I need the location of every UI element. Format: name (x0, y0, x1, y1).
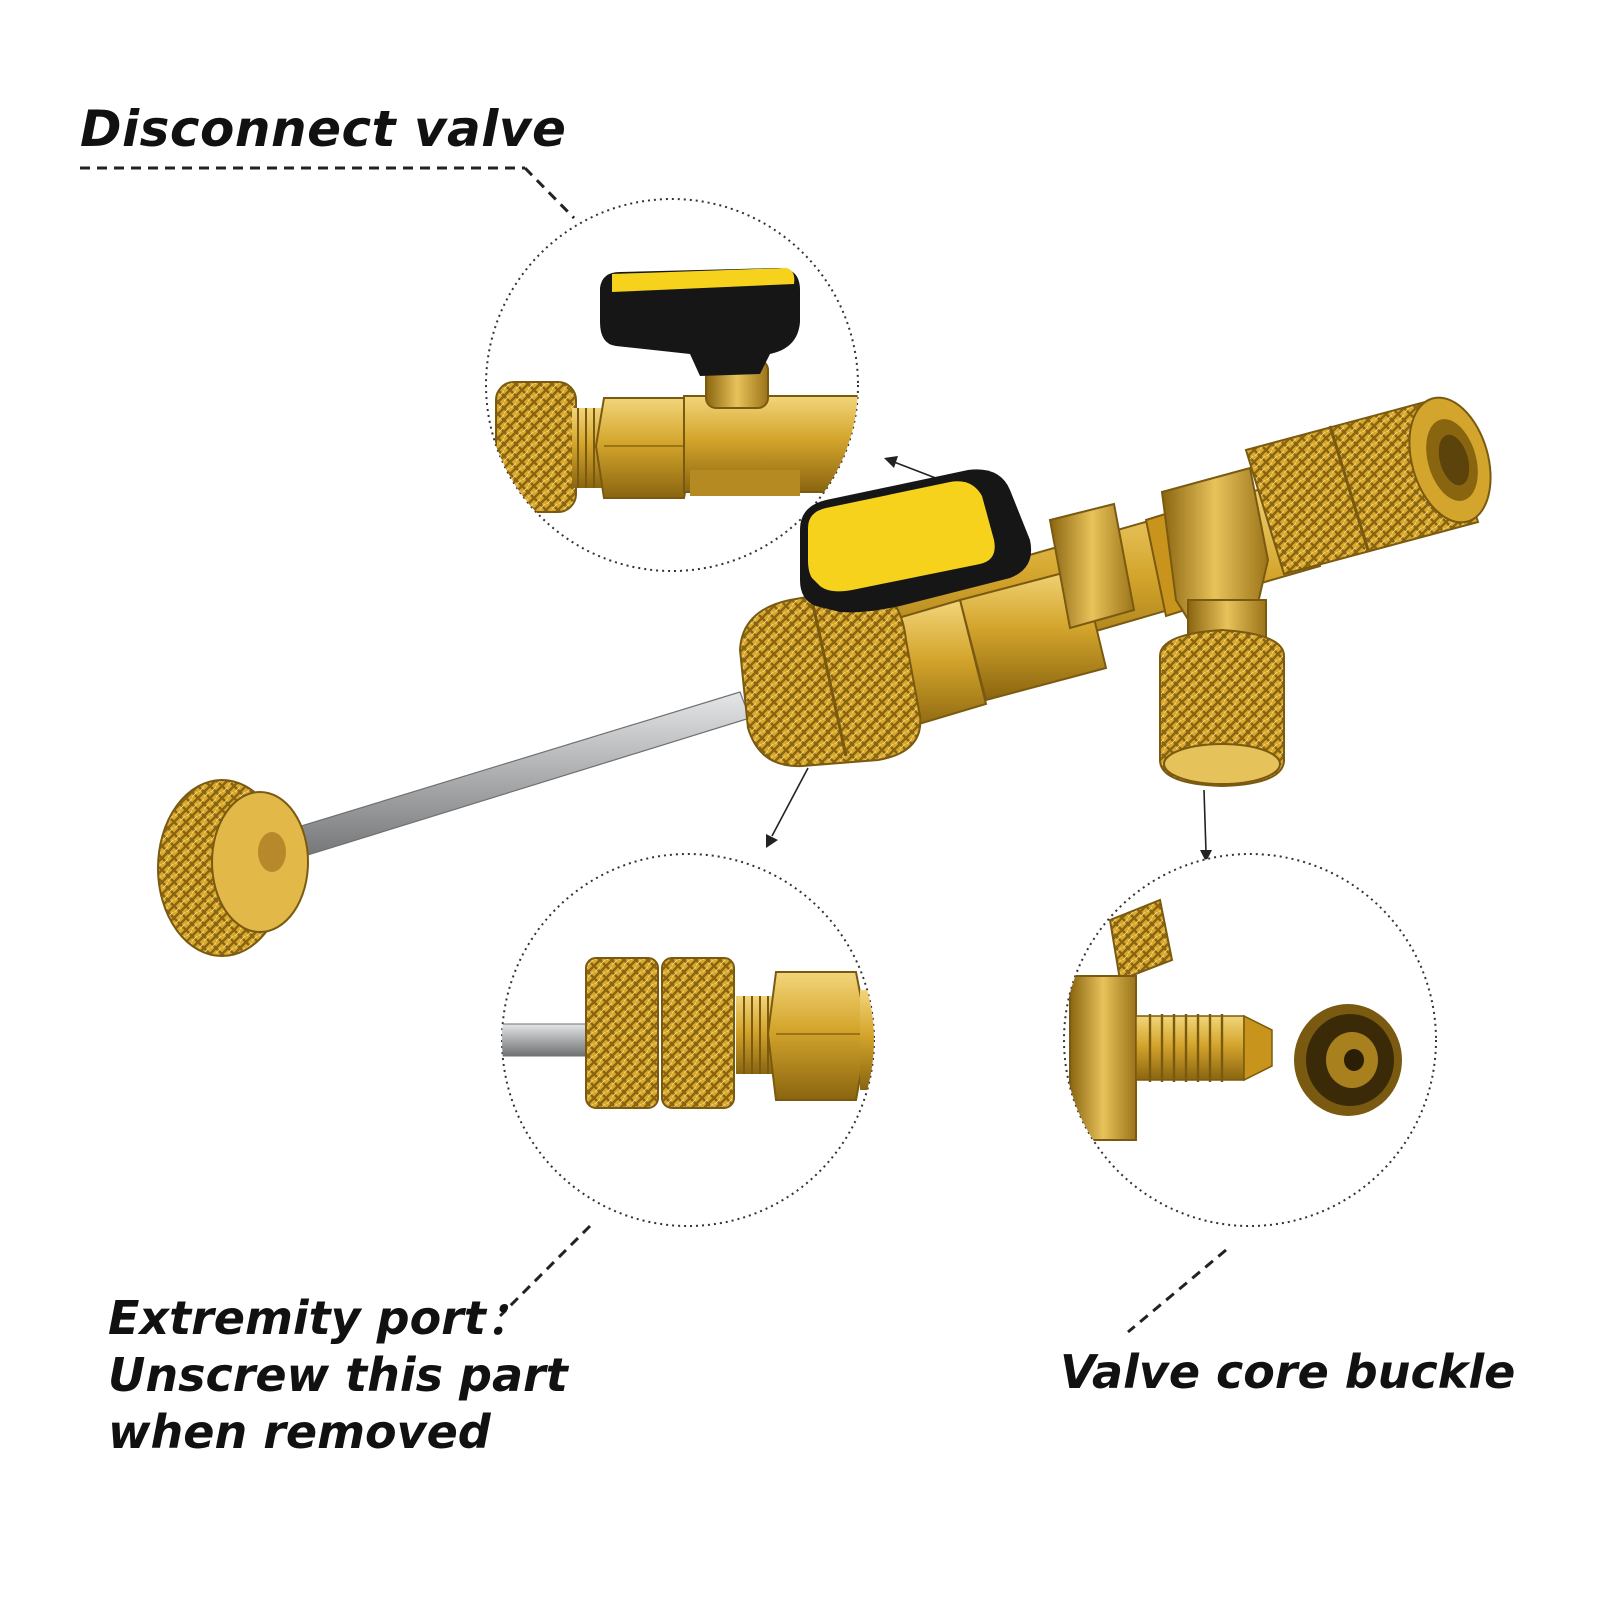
valve-core-tool (157, 396, 1492, 957)
valve-core-buckle-label: Valve core buckle (1060, 1345, 1516, 1399)
extremity-leader-line (498, 1224, 592, 1318)
core-leader-line (1127, 1248, 1227, 1334)
branch-cap (1159, 628, 1285, 788)
magnifier-disconnect-valve (485, 198, 859, 572)
disconnect-leader-line (80, 166, 576, 220)
right-coupler (1244, 396, 1492, 576)
magnifier-extremity-port (501, 853, 875, 1227)
extremity-port-line-2: Unscrew this part (108, 1348, 568, 1402)
extremity-port-line-1: Extremity port： (108, 1291, 532, 1345)
arrow-to-extremity (766, 767, 809, 848)
disconnect-valve-label: Disconnect valve (80, 100, 567, 158)
ball-valve-handle (800, 469, 1032, 613)
arrow-to-core (1200, 789, 1212, 862)
magnifier-valve-core-buckle (1063, 853, 1437, 1227)
steel-rod (261, 691, 751, 867)
extremity-port-label: Extremity port： Unscrew this part when r… (108, 1290, 568, 1461)
extremity-port-line-3: when removed (108, 1405, 491, 1459)
front-knurled-nut (738, 586, 922, 768)
end-knob (157, 779, 309, 957)
